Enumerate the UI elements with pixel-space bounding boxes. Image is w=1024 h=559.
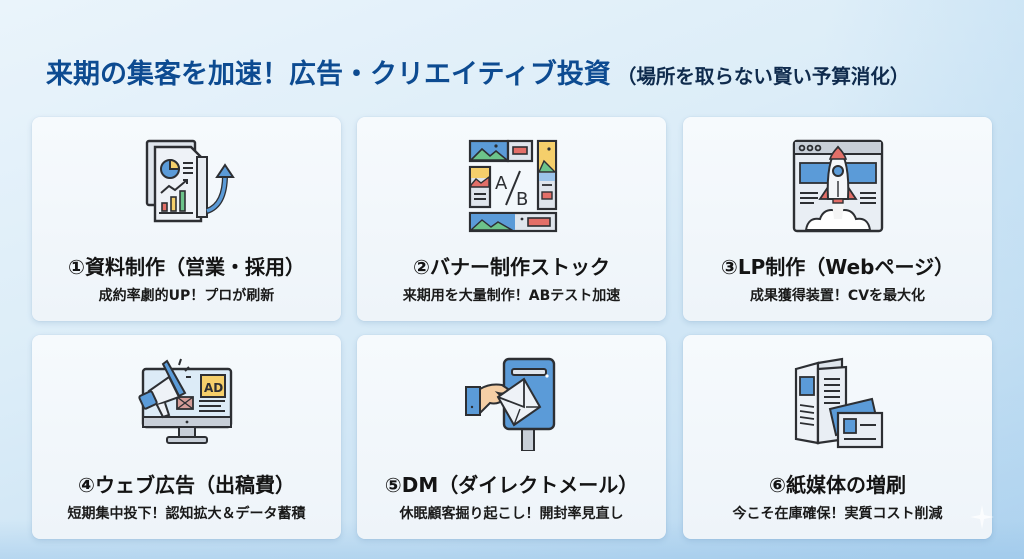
card-description: 成果獲得装置！CVを最大化 (749, 288, 926, 304)
svg-text:AD: AD (204, 381, 223, 395)
page-title-subtitle: （場所を取らない賢い予算消化） (616, 65, 910, 88)
card-banner-production: A B ②バナー制作ストック 来期用を大量制作！ABテスト加速 (357, 117, 666, 321)
card-heading: ①資料制作（営業・採用） (68, 255, 305, 279)
card-lp-production: ③LP制作（Webページ） 成果獲得装置！CVを最大化 (683, 117, 992, 321)
card-heading: ②バナー制作ストック (413, 255, 610, 279)
rocket-webpage-icon (788, 137, 888, 233)
page-title-main: 来期の集客を加速！広告・クリエイティブ投資 (46, 59, 611, 90)
card-description: 今こそ在庫確保！実質コスト削減 (732, 506, 943, 522)
card-web-ads: AD ④ウェブ広告（出稿費） 短期集中投下！認知拡大＆データ蓄積 (32, 335, 341, 539)
ab-test-banners-icon: A B (462, 137, 562, 233)
card-heading: ⑤DM（ダイレクトメール） (384, 473, 639, 497)
card-direct-mail: ⑤DM（ダイレクトメール） 休眠顧客掘り起こし！開封率見直し (357, 335, 666, 539)
megaphone-monitor-ad-icon: AD (137, 355, 237, 451)
card-heading: ⑥紙媒体の増刷 (769, 473, 906, 497)
card-description: 成約率劇的UP！プロが刷新 (98, 288, 275, 304)
svg-text:B: B (516, 189, 528, 210)
svg-text:A: A (495, 173, 508, 194)
card-description: 短期集中投下！認知拡大＆データ蓄積 (67, 506, 306, 522)
card-description: 来期用を大量制作！ABテスト加速 (402, 288, 621, 304)
card-heading: ③LP制作（Webページ） (720, 255, 955, 279)
document-chart-growth-icon (137, 137, 237, 233)
mailbox-hand-letter-icon (462, 355, 562, 451)
card-heading: ④ウェブ広告（出稿費） (78, 473, 295, 497)
card-description: 休眠顧客掘り起こし！開封率見直し (399, 506, 624, 522)
brochure-business-card-icon (788, 355, 888, 451)
card-document-production: ①資料制作（営業・採用） 成約率劇的UP！プロが刷新 (32, 117, 341, 321)
card-print-media: ⑥紙媒体の増刷 今こそ在庫確保！実質コスト削減 (683, 335, 992, 539)
page-title: 来期の集客を加速！広告・クリエイティブ投資 （場所を取らない賢い予算消化） (46, 52, 909, 92)
